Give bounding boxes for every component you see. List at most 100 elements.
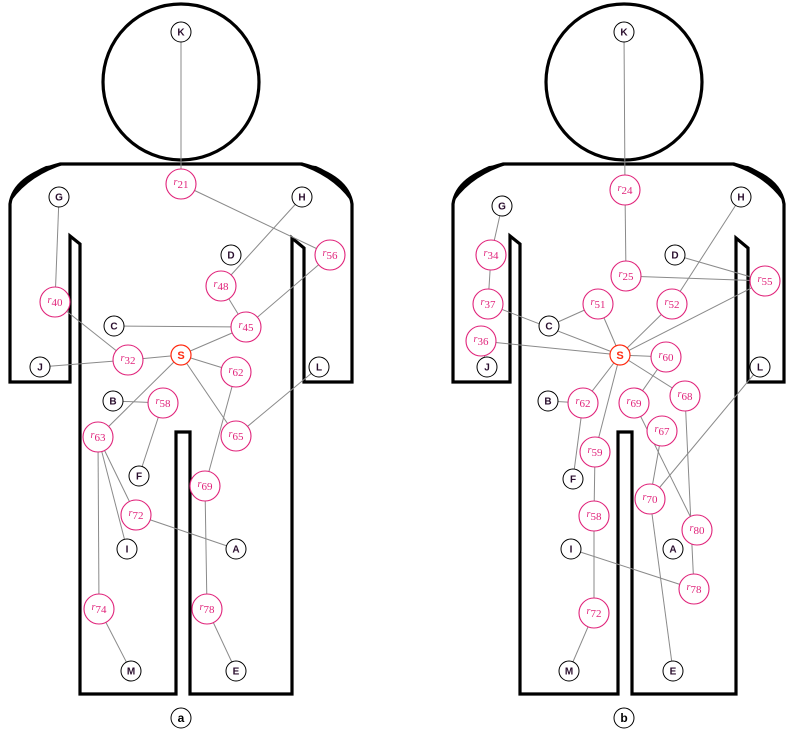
source-label: S [616, 350, 623, 362]
relay-node-r69: r69 [190, 471, 220, 501]
relay-node-r72: r72 [579, 598, 609, 628]
base-node-G: G [49, 187, 69, 207]
base-label: I [126, 545, 129, 556]
link-r56-r45 [246, 255, 330, 327]
base-label: H [737, 193, 744, 204]
base-label: G [498, 202, 506, 213]
relay-node-r65: r65 [221, 421, 251, 451]
link-r55-S [620, 281, 765, 355]
link-r68-r78 [685, 396, 694, 589]
base-node-A: A [663, 539, 683, 559]
base-label: M [127, 667, 135, 678]
base-label: B [109, 397, 116, 408]
panel-a: K G H D C J L B F I A M E Sr21 r56 r48 r40 r45 r32 r62 r58 r6… [10, 4, 352, 728]
base-node-M: M [121, 661, 141, 681]
base-node-E: E [663, 661, 683, 681]
relay-node-r78: r78 [192, 594, 222, 624]
base-label: M [565, 667, 573, 678]
left-shoulder-shade [453, 164, 509, 200]
relay-node-r40: r40 [40, 287, 70, 317]
panel-b-nodes: KGHDCJLBFIAMESr24r34r25r55r37r51r52r36r6… [466, 22, 780, 681]
relay-node-r56: r56 [315, 240, 345, 270]
base-node-D: D [665, 245, 685, 265]
base-label: H [298, 193, 305, 204]
base-label: D [227, 251, 234, 262]
base-label: C [110, 322, 117, 333]
relay-node-r70: r70 [635, 484, 665, 514]
base-node-B: B [103, 391, 123, 411]
link-r69-r78 [205, 486, 207, 609]
relay-node-r74: r74 [84, 594, 114, 624]
relay-node-r58: r58 [579, 501, 609, 531]
relay-node-r68: r68 [670, 381, 700, 411]
base-label: L [757, 363, 763, 374]
relay-node-r45: r45 [231, 312, 261, 342]
panel-b: KGHDCJLBFIAMESr24r34r25r55r37r51r52r36r6… [453, 4, 784, 728]
base-label: C [545, 322, 552, 333]
relay-node-r32: r32 [113, 345, 143, 375]
base-node-E: E [226, 661, 246, 681]
base-node-C: C [539, 316, 559, 336]
link-r36-S [481, 341, 620, 355]
base-node-L: L [309, 357, 329, 377]
base-label: F [136, 472, 142, 483]
link-C-r45 [114, 326, 246, 327]
body-outline [453, 164, 784, 694]
base-node-F: F [563, 469, 583, 489]
base-label: G [55, 193, 63, 204]
relay-node-r48: r48 [206, 271, 236, 301]
base-label: I [570, 545, 573, 556]
base-node-C: C [104, 316, 124, 336]
base-label: B [544, 397, 551, 408]
relay-node-r21: r21 [166, 169, 196, 199]
relay-node-r80: r80 [682, 515, 712, 545]
relay-node-r62: r62 [221, 357, 251, 387]
source-node-S: S [610, 345, 630, 365]
base-node-M: M [559, 661, 579, 681]
base-label: E [233, 667, 240, 678]
base-node-G: G [492, 196, 512, 216]
link-r70-E [650, 499, 673, 671]
base-label: K [177, 28, 185, 39]
source-node-S: S [171, 345, 191, 365]
relay-node-r59: r59 [580, 437, 610, 467]
base-label: K [620, 28, 628, 39]
relay-node-r78: r78 [679, 574, 709, 604]
relay-node-r51: r51 [583, 289, 613, 319]
base-node-K: K [171, 22, 191, 42]
base-label: E [670, 667, 677, 678]
relay-node-r58: r58 [148, 388, 178, 418]
base-node-J: J [30, 357, 50, 377]
base-label: J [37, 363, 43, 374]
base-label: D [671, 251, 678, 262]
relay-node-r72: r72 [121, 500, 151, 530]
link-r63-I [98, 437, 127, 549]
relay-node-r34: r34 [476, 240, 506, 270]
relay-node-r69: r69 [619, 388, 649, 418]
link-r63-r74 [98, 437, 99, 609]
base-node-I: I [561, 539, 581, 559]
base-node-D: D [221, 245, 241, 265]
relay-node-r62: r62 [568, 388, 598, 418]
base-label: F [570, 475, 576, 486]
relay-node-r55: r55 [750, 266, 780, 296]
relay-node-r36: r36 [466, 326, 496, 356]
relay-node-r60: r60 [651, 342, 681, 372]
relay-node-r24: r24 [610, 175, 640, 205]
source-label: S [177, 350, 184, 362]
link-K-r24 [624, 32, 625, 190]
base-label: A [232, 545, 239, 556]
base-node-J: J [477, 357, 497, 377]
base-node-I: I [117, 539, 137, 559]
base-node-H: H [731, 187, 751, 207]
relay-node-r25: r25 [611, 261, 641, 291]
relay-node-r63: r63 [83, 422, 113, 452]
link-r72-A [136, 515, 236, 549]
link-G-r40 [55, 197, 59, 302]
relay-node-r67: r67 [647, 416, 677, 446]
base-label: A [669, 545, 676, 556]
base-label: J [484, 363, 490, 374]
link-H-r48 [221, 197, 302, 286]
